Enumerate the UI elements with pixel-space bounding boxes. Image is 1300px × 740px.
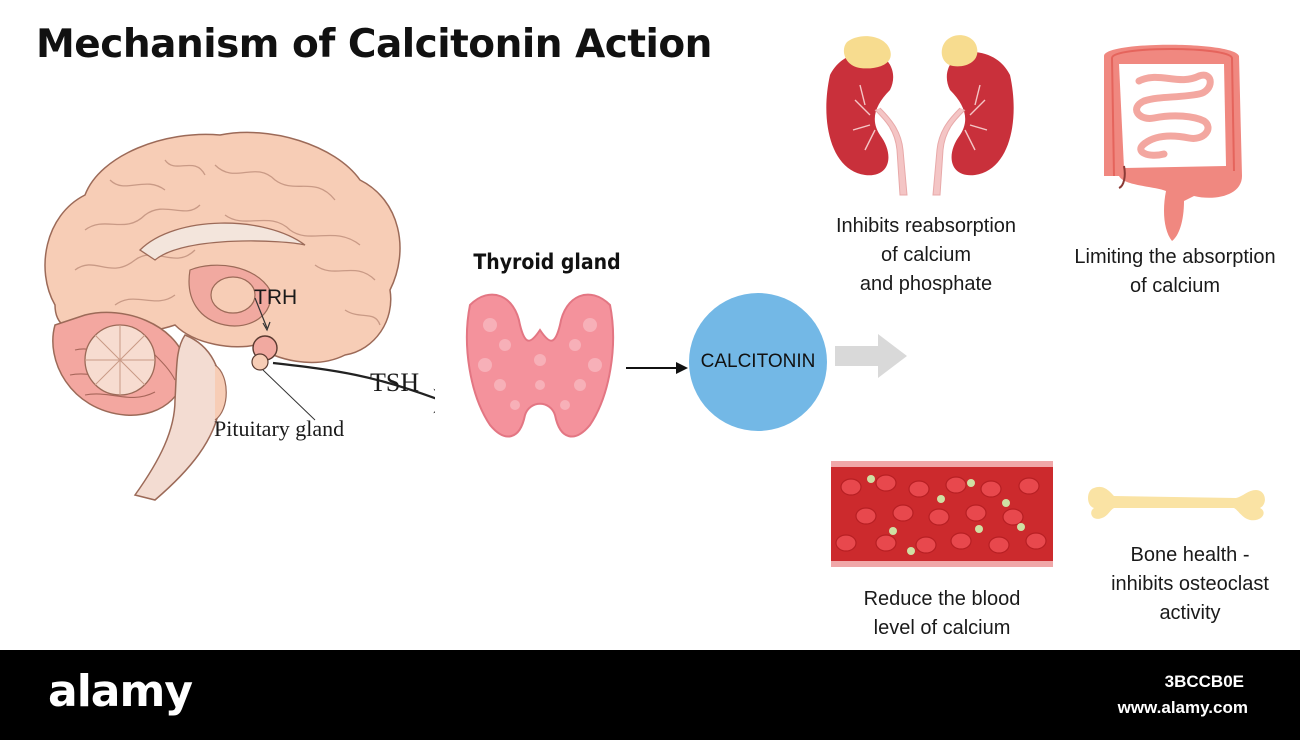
effect-arrow (835, 334, 907, 378)
pituitary-label: Pituitary gland (214, 416, 345, 441)
calcitonin-diagram: Mechanism of Calcitonin Action (36, 22, 1290, 643)
blood-effect-line-1: Reduce the blood (863, 588, 1021, 610)
bone-effect-line-1: Bone health - (1130, 544, 1250, 566)
site-url[interactable]: www.alamy.com (1117, 698, 1248, 717)
trh-label: TRH (254, 286, 298, 309)
thyroid-label: Thyroid gland (473, 250, 621, 274)
kidneys-illustration (826, 35, 1014, 196)
tsh-label: TSH (370, 368, 420, 397)
bone-effect-line-3: activity (1159, 602, 1221, 624)
kidney-effect-line-1: Inhibits reabsorption (835, 215, 1017, 237)
blood-effect-text: Reduce the blood level of calcium (836, 585, 1048, 643)
calcitonin-label: CALCITONIN (700, 351, 816, 372)
intestine-illustration (1104, 44, 1242, 241)
thyroid-illustration (465, 293, 615, 438)
intestine-effect-line-2: of calcium (1129, 275, 1221, 297)
blood-effect-line-2: level of calcium (873, 617, 1011, 639)
intestine-effect-text: Limiting the absorption of calcium (1066, 243, 1284, 301)
image-id: 3BCCB0E (1164, 672, 1244, 691)
bone-effect-text: Bone health - inhibits osteoclast activi… (1090, 541, 1290, 628)
kidney-effect-text: Inhibits reabsorption of calcium and pho… (826, 212, 1026, 299)
kidney-effect-line-2: of calcium (880, 244, 972, 266)
bone-effect-line-2: inhibits osteoclast (1111, 573, 1269, 595)
brand-logo[interactable]: alamy (48, 666, 193, 717)
blood-vessel-illustration (831, 461, 1053, 567)
calcitonin-circle: CALCITONIN (689, 293, 827, 431)
page-title: Mechanism of Calcitonin Action (36, 22, 712, 67)
footer-bar: alamy 3BCCB0E www.alamy.com (0, 650, 1300, 740)
arrow-to-calcitonin (626, 362, 688, 374)
kidney-effect-line-3: and phosphate (859, 273, 993, 295)
brain-illustration (44, 131, 435, 501)
bone-illustration (1088, 486, 1265, 521)
intestine-effect-line-1: Limiting the absorption (1074, 246, 1276, 268)
